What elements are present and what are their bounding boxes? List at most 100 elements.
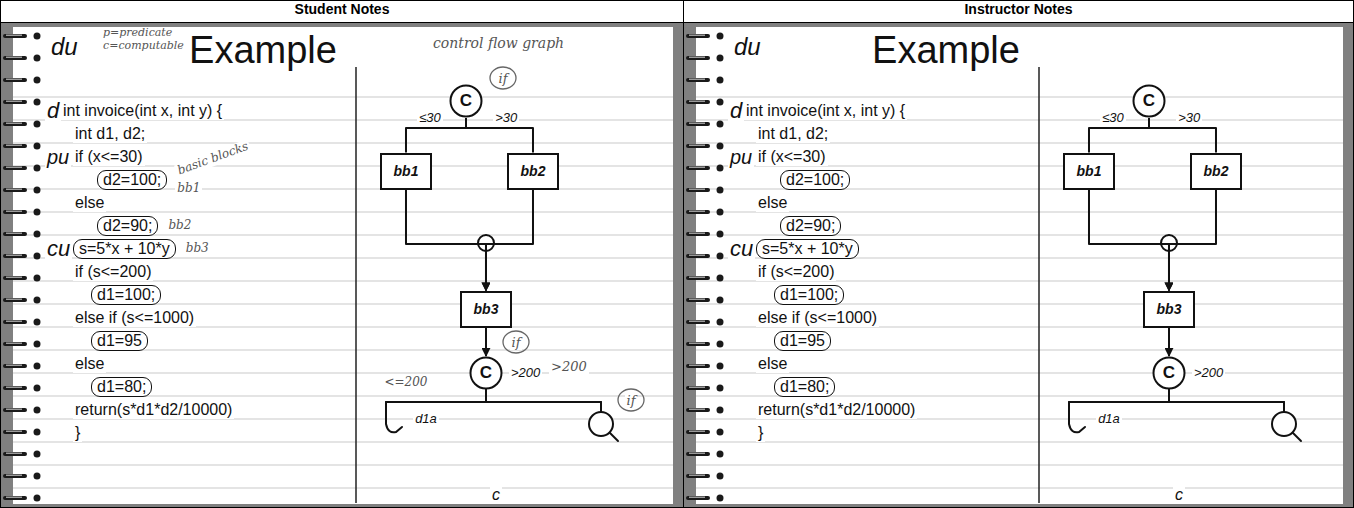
basic-block-box: bb1	[1063, 153, 1116, 190]
decision-node: C	[449, 84, 483, 118]
flow-connector	[486, 190, 533, 291]
handwritten-mark: d1a	[413, 412, 439, 427]
code-block: d2=90;	[780, 216, 841, 236]
edge-label: ≤30	[1100, 110, 1126, 125]
code-line: if (s<=200)	[73, 263, 153, 281]
basic-block-box: bb3	[1143, 291, 1196, 328]
basic-block-box: bb2	[1190, 153, 1243, 190]
annotation-ring	[618, 389, 644, 411]
block-name: bb3	[1157, 301, 1182, 318]
edge-label: ≤30	[417, 110, 443, 125]
notes-panel: Student Notesd2=100;d2=90;s=5*x + 10*yd1…	[0, 0, 684, 508]
handwritten-mark: cu	[45, 236, 72, 261]
spiral-binding	[1, 26, 49, 504]
page-title: Example	[870, 29, 1022, 73]
code-block: s=5*x + 10*y	[73, 239, 176, 259]
handwritten-mark: du	[49, 33, 80, 61]
block-name: bb3	[474, 301, 499, 318]
code-line: if (s<=200)	[756, 263, 836, 281]
branch-stem	[485, 389, 487, 402]
flow-connector	[1168, 328, 1170, 357]
merge-point	[478, 235, 494, 251]
merge-point	[1161, 235, 1177, 251]
code-block: d1=80;	[91, 377, 152, 397]
code-block: d2=100;	[780, 170, 850, 190]
code-line: if (x<=30)	[73, 148, 145, 166]
circle-outline	[471, 358, 502, 389]
code-text: s=5*x + 10*y	[79, 240, 170, 258]
block-name: bb1	[1077, 163, 1102, 180]
handwritten-mark: d1a	[1096, 412, 1122, 427]
edge-label: >30	[1176, 110, 1202, 125]
code-line: else	[73, 355, 106, 373]
ruled-lines	[696, 90, 1343, 490]
code-line: else if (s<=1000)	[73, 309, 196, 327]
code-line: }	[73, 424, 82, 442]
code-line: else if (s<=1000)	[756, 309, 879, 327]
circle-outline	[451, 86, 482, 117]
code-line: }	[756, 424, 765, 442]
handwritten-mark: >200	[1192, 366, 1225, 381]
code-text: d2=100;	[786, 171, 844, 189]
handwritten-mark: cu	[728, 236, 755, 261]
code-block: d1=95	[774, 331, 831, 351]
branch-bar	[1069, 401, 1284, 403]
circle-tail	[1293, 433, 1301, 441]
code-block: d1=100;	[91, 285, 161, 305]
code-line: int invoice(int x, int y) {	[744, 102, 907, 120]
student-annotation: control flow graph	[431, 35, 566, 51]
handwritten-mark: du	[732, 33, 763, 61]
decision-node: C	[1152, 356, 1186, 390]
student-annotation: if	[497, 72, 510, 87]
annotation-ring	[503, 331, 529, 353]
student-annotation: c=computable	[101, 40, 186, 53]
handwritten-mark: c	[490, 486, 502, 504]
flow-connector	[406, 118, 466, 153]
circle-outline	[1134, 86, 1165, 117]
handwritten-mark: d	[45, 98, 61, 123]
code-line: int d1, d2;	[756, 125, 830, 143]
code-line: int d1, d2;	[73, 125, 147, 143]
panel-heading: Instructor Notes	[684, 1, 1353, 23]
ruled-lines	[13, 90, 673, 490]
student-annotation: bb3	[184, 242, 211, 256]
student-annotation: <=200	[382, 376, 429, 390]
code-line: else	[73, 194, 106, 212]
notebook-frame	[684, 22, 1353, 507]
code-text: d1=95	[780, 332, 825, 350]
code-text: d2=90;	[103, 217, 152, 235]
code-block: s=5*x + 10*y	[756, 239, 859, 259]
code-text: d1=80;	[780, 378, 829, 396]
flow-connector	[406, 190, 486, 291]
branch-lines	[386, 389, 618, 441]
flow-connector	[485, 328, 487, 357]
node-letter: C	[1163, 363, 1175, 383]
page-divider	[355, 67, 357, 503]
page-divider	[1038, 67, 1040, 503]
student-annotation: if	[510, 336, 523, 351]
code-block: d1=100;	[774, 285, 844, 305]
flow-connector	[1089, 118, 1149, 153]
code-line: else	[756, 194, 789, 212]
branch-lines	[1069, 389, 1301, 441]
branch-stem	[1168, 389, 1170, 402]
student-annotation: basic blocks	[174, 139, 252, 179]
flow-connector	[1149, 118, 1216, 153]
node-letter: C	[1143, 91, 1155, 111]
code-line: int invoice(int x, int y) {	[61, 102, 224, 120]
annotation-rings	[490, 67, 644, 411]
node-letter: C	[460, 91, 472, 111]
branch-bar	[386, 401, 601, 403]
notes-panel: Instructor Notes d2=100; d2=90; s=5*x + 10*…	[683, 0, 1354, 508]
block-name: bb1	[394, 163, 419, 180]
basic-block-box: bb1	[380, 153, 433, 190]
branch-left	[1069, 402, 1085, 432]
decision-node: C	[469, 356, 503, 390]
student-annotation: if	[625, 394, 638, 409]
page-title: Example	[187, 29, 339, 73]
student-annotation: bb2	[166, 219, 193, 233]
code-block: d2=100;	[97, 170, 167, 190]
code-text: d1=100;	[780, 286, 838, 304]
branch-right	[600, 402, 602, 412]
code-line: return(s*d1*d2/10000)	[73, 401, 234, 419]
